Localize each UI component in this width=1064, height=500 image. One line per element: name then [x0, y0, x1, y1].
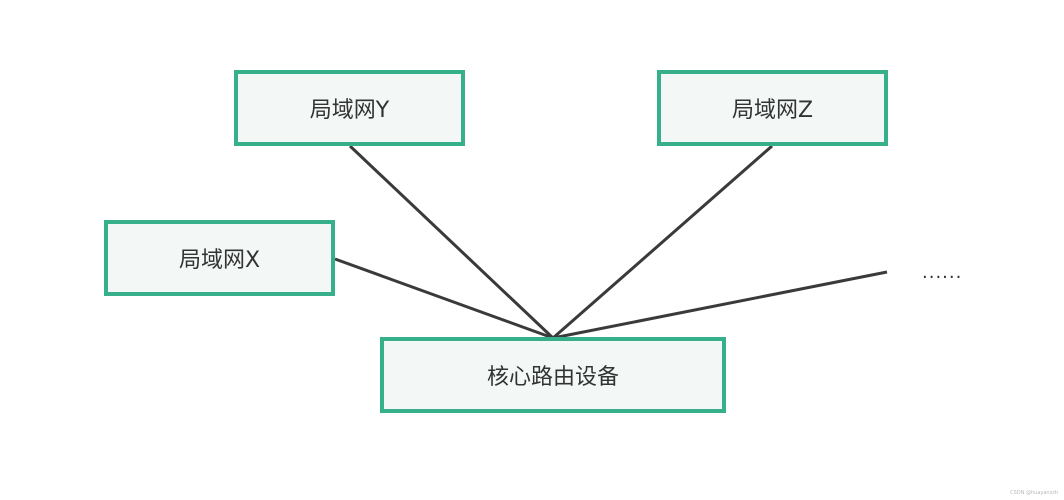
lan-x-node: 局域网X [104, 220, 335, 296]
link-lan-y-to-core [348, 144, 555, 340]
lan-z-node: 局域网Z [657, 70, 888, 146]
more-networks-ellipsis: ...... [922, 262, 963, 283]
lan-y-node: 局域网Y [234, 70, 465, 146]
lan-z-label: 局域网Z [731, 98, 814, 123]
link-lan-z-to-core [552, 144, 773, 340]
link-more-to-core [552, 270, 888, 340]
watermark: CSDN @huayanzzh [1010, 490, 1058, 496]
lan-x-label: 局域网X [178, 248, 261, 273]
link-lan-x-to-core [334, 257, 554, 340]
core-router-node: 核心路由设备 [380, 337, 726, 413]
lan-y-label: 局域网Y [309, 98, 390, 123]
core-router-label: 核心路由设备 [486, 365, 619, 390]
